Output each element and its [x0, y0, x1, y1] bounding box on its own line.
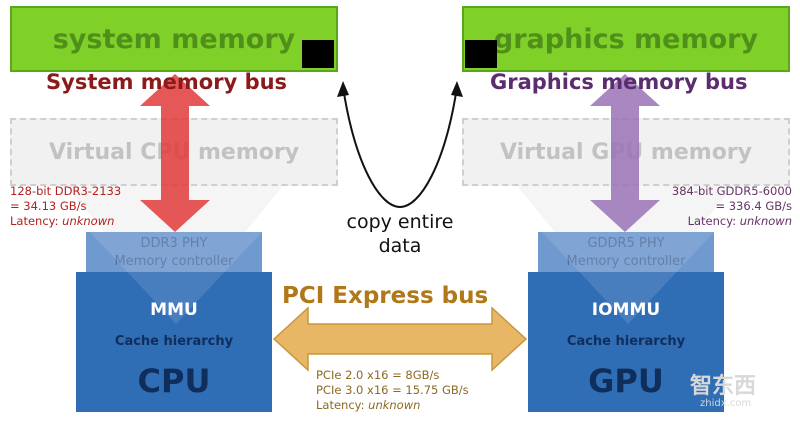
cpu-phy-label: DDR3 PHY: [140, 236, 208, 251]
cpu-spec-line1: 128-bit DDR3-2133: [10, 184, 122, 198]
cpu-name-label: CPU: [137, 362, 211, 400]
gpu-latency-value: unknown: [739, 214, 792, 228]
system-memory-bus-label: System memory bus: [46, 70, 288, 94]
cpu-latency-value: unknown: [62, 214, 115, 228]
copy-arrowhead-left: [337, 81, 349, 97]
cpu-mmu-funnel: [90, 232, 262, 324]
graphics-memory-marker: [465, 40, 497, 68]
system-memory-box: system memory: [10, 6, 338, 72]
cpu-spec-line2: = 34.13 GB/s: [10, 199, 87, 213]
gpu-phy-label: GDDR5 PHY: [587, 236, 665, 251]
gpu-mmu-funnel: [542, 232, 714, 324]
cpu-mmu-label: MMU: [150, 300, 198, 320]
pci-spec-line1: PCIe 2.0 x16 = 8GB/s: [316, 368, 440, 382]
watermark-logo: 智东西: [690, 374, 757, 399]
pci-spec-line2: PCIe 3.0 x16 = 15.75 GB/s: [316, 383, 469, 397]
graphics-memory-bus-label: Graphics memory bus: [490, 70, 748, 94]
gpu-spec-latency: Latency: unknown: [687, 214, 792, 228]
system-memory-bus-arrow: [140, 74, 210, 232]
copy-entire-data-label: copy entire data: [325, 210, 475, 258]
cpu-memory-interface: [86, 232, 262, 272]
pci-spec: PCIe 2.0 x16 = 8GB/s PCIe 3.0 x16 = 15.7…: [316, 368, 469, 413]
cpu-cache-label: Cache hierarchy: [114, 334, 234, 349]
cpu-memory-spec: 128-bit DDR3-2133 = 34.13 GB/s Latency: …: [10, 184, 121, 229]
copy-line2: data: [378, 235, 422, 257]
pci-express-bus-arrow: [272, 306, 528, 372]
gpu-cache-label: Cache hierarchy: [566, 334, 686, 349]
gpu-memory-spec: 384-bit GDDR5-6000 = 336.4 GB/s Latency:…: [672, 184, 792, 229]
graphics-memory-label: graphics memory: [493, 23, 759, 55]
cpu-memory-controller-label: Memory controller: [114, 254, 234, 269]
graphics-memory-box: graphics memory: [462, 6, 790, 72]
pci-latency-value: unknown: [368, 398, 421, 412]
graphics-memory-bus-arrow: [590, 74, 660, 232]
cpu-chip: [76, 272, 272, 412]
pci-express-bus-label: PCI Express bus: [282, 283, 489, 309]
gpu-spec-line2: = 336.4 GB/s: [715, 199, 792, 213]
cpu-spec-latency: Latency: unknown: [10, 214, 115, 228]
gpu-memory-interface: [538, 232, 714, 272]
gpu-chip: [528, 272, 724, 412]
copy-arrowhead-right: [451, 81, 463, 97]
gpu-spec-line1: 384-bit GDDR5-6000: [671, 184, 792, 198]
pci-spec-latency: Latency: unknown: [316, 398, 421, 412]
gpu-name-label: GPU: [588, 362, 664, 400]
system-memory-label: system memory: [52, 23, 296, 55]
gpu-iommu-label: IOMMU: [591, 300, 661, 320]
copy-line1: copy entire: [346, 211, 454, 233]
gpu-memory-controller-label: Memory controller: [566, 254, 686, 269]
system-memory-marker: [302, 40, 334, 68]
watermark-sub: zhidx.com: [700, 398, 752, 409]
copy-data-curve: [337, 81, 463, 209]
